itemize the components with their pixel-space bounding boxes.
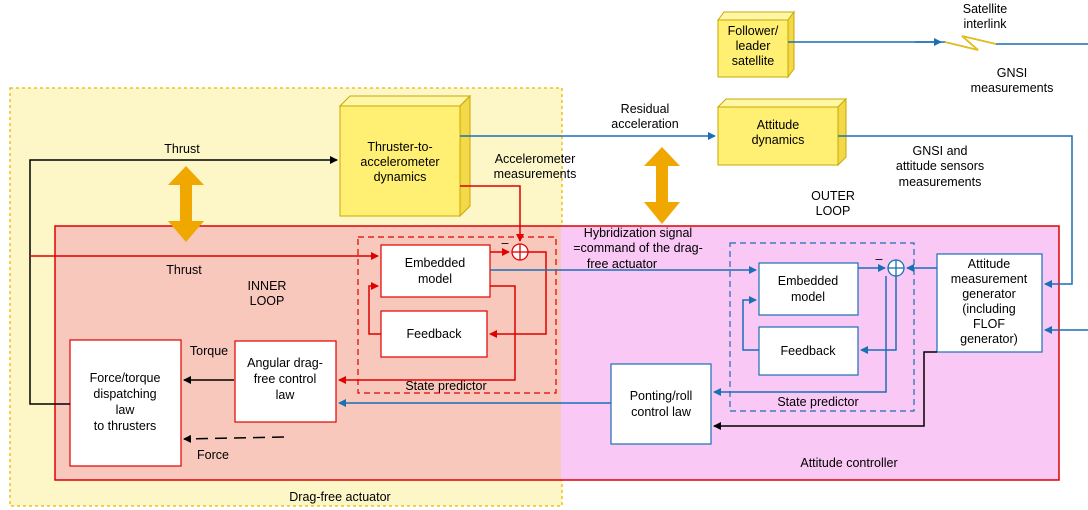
outer-state-predictor-box: [729, 242, 915, 412]
measurement-to-ponting-line: [713, 351, 937, 430]
ponting-roll-line-1: Ponting/roll: [630, 389, 693, 403]
hybridization-label-1: Hybridization signal: [584, 226, 692, 240]
minus-outer-label: –: [876, 252, 883, 266]
inner-loop-label-1: INNER: [248, 279, 287, 293]
angular-drag-free-line-3: law: [276, 388, 296, 402]
attitude-measurement-line-3: generator: [962, 287, 1016, 301]
force-torque-line-3: law: [116, 403, 136, 417]
inner-state-predictor-box: [357, 236, 557, 394]
force-torque-block: Force/torque dispatching law to thruster…: [69, 339, 182, 467]
gnsi-measurements-label-1: GNSI: [997, 66, 1028, 80]
attitude-measurement-line-2: measurement: [951, 272, 1028, 286]
thruster-dynamics-line-1: Thruster-to-: [367, 140, 432, 154]
angular-drag-free-line-2: free control: [254, 372, 317, 386]
attitude-measurement-line-4: (including: [962, 302, 1016, 316]
angular-drag-free-block: Angular drag- free control law: [234, 340, 337, 423]
torque-label: Torque: [190, 344, 228, 358]
embedded-model-outer-line-1: Embedded: [778, 274, 839, 288]
follower-leader-line-2: leader: [736, 39, 771, 53]
attitude-measurement-line-5: FLOF: [973, 317, 1005, 331]
accelerometer-measurements-label-1: Accelerometer: [495, 152, 576, 166]
accelerometer-to-junction: [460, 185, 524, 242]
drag-free-actuator-label: Drag-free actuator: [289, 490, 390, 504]
satellite-interlink-label-1: Satellite: [963, 2, 1008, 16]
hybridization-label-3: free actuator: [587, 257, 657, 271]
attitude-dynamics-line-1: Attitude: [757, 118, 799, 132]
outer-loop-label-2: LOOP: [816, 204, 851, 218]
minus-inner-label: –: [502, 236, 509, 250]
attitude-controller-label: Attitude controller: [800, 456, 897, 470]
residual-acceleration-label-1: Residual: [621, 102, 670, 116]
thrust-inner-label: Thrust: [166, 263, 202, 277]
thrust-top-label: Thrust: [164, 142, 200, 156]
force-torque-line-4: to thrusters: [94, 419, 157, 433]
embedded-model-inner-line-1: Embedded: [405, 256, 466, 270]
state-predictor-outer-label: State predictor: [777, 395, 858, 409]
embedded-model-outer-line-2: model: [791, 290, 825, 304]
state-predictor-inner-label: State predictor: [405, 379, 486, 393]
feedback-outer-block: Feedback: [758, 326, 859, 376]
feedback-to-embedded-inner: [368, 282, 381, 335]
interlink-lightning: [944, 35, 997, 51]
outer-loop-label-1: OUTER: [811, 189, 855, 203]
junction-to-feedback-outer: [860, 276, 897, 354]
inner-loop-label-2: LOOP: [250, 294, 285, 308]
embedded-model-inner-line-2: model: [418, 272, 452, 286]
residual-acceleration-label-2: acceleration: [611, 117, 678, 131]
gnsi-attitude-label-3: measurements: [899, 175, 982, 189]
gnsi-attitude-label-1: GNSI and: [913, 144, 968, 158]
junction-to-feedback-inner: [489, 251, 547, 338]
follower-leader-line-1: Follower/: [728, 24, 779, 38]
attitude-sensors-line: [838, 135, 1073, 288]
ponting-roll-block: Ponting/roll control law: [610, 363, 712, 445]
outer-to-ponting-line: [713, 276, 887, 396]
accelerometer-measurements-label-2: measurements: [494, 167, 577, 181]
attitude-measurement-line-1: Attitude: [968, 257, 1010, 271]
thruster-dynamics-line-3: dynamics: [374, 170, 427, 184]
embedded-to-angular-inner: [338, 285, 516, 384]
embedded-model-inner-block: Embedded model: [380, 244, 491, 298]
feedback-outer-label: Feedback: [781, 344, 837, 358]
thrust-feedback-line: [29, 156, 338, 405]
satellite-interlink-line: [788, 35, 1088, 51]
force-label: Force: [197, 448, 229, 462]
hybridization-label-2: =command of the drag-: [573, 241, 703, 255]
angular-drag-free-line-1: Angular drag-: [247, 356, 323, 370]
outer-summing-junction: [887, 259, 905, 277]
force-torque-line-1: Force/torque: [90, 371, 161, 385]
satellite-interlink-label-2: interlink: [963, 17, 1007, 31]
double-arrow-left: [168, 166, 204, 242]
embedded-model-outer-block: Embedded model: [758, 262, 859, 316]
thruster-dynamics-block: Thruster-to- accelerometer dynamics: [338, 94, 472, 218]
thruster-dynamics-line-2: accelerometer: [360, 155, 439, 169]
follower-leader-block: Follower/ leader satellite: [717, 10, 795, 79]
force-line: [183, 434, 285, 443]
attitude-measurement-line-6: generator): [960, 332, 1018, 346]
attitude-dynamics-line-2: dynamics: [752, 133, 805, 147]
double-arrow-center: [644, 147, 680, 224]
gnsi-attitude-label-2: attitude sensors: [896, 159, 984, 173]
feedback-to-embedded-outer: [742, 296, 759, 351]
inner-summing-junction: [511, 243, 529, 261]
attitude-measurement-block: Attitude measurement generator (includin…: [936, 253, 1043, 353]
follower-leader-line-3: satellite: [732, 54, 774, 68]
ponting-roll-line-2: control law: [631, 405, 692, 419]
attitude-dynamics-block: Attitude dynamics: [716, 97, 848, 167]
feedback-inner-label: Feedback: [407, 327, 463, 341]
force-torque-line-2: dispatching: [93, 387, 156, 401]
feedback-inner-block: Feedback: [380, 310, 488, 358]
gnsi-measurements-label-2: measurements: [971, 81, 1054, 95]
